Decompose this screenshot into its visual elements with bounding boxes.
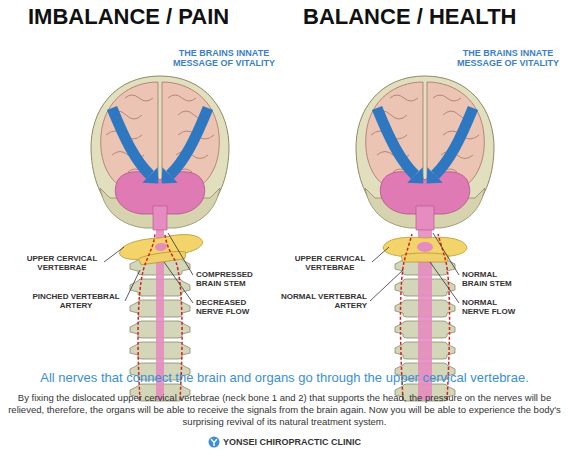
logo-text: YONSEI CHIROPRACTIC CLINIC [223,437,361,447]
panel-heading: BALANCE / HEALTH [303,4,516,30]
part-label: NORMAL VERTEBRAL ARTERY [275,292,367,310]
logo-icon [208,436,220,448]
message-label: THE BRAINS INNATE MESSAGE OF VITALITY [168,48,280,69]
part-label: PINCHED VERTEBRAL ARTERY [30,292,122,310]
part-label: NORMAL NERVE FLOW [462,298,524,316]
part-label: UPPER CERVICAL VERTEBRAE [290,254,370,272]
part-label: COMPRESSED BRAIN STEM [196,270,258,288]
headline: All nerves that connect the brain and or… [40,370,529,385]
part-label: NORMAL BRAIN STEM [462,270,524,288]
part-label: DECREASED NERVE FLOW [196,298,258,316]
logo: YONSEI CHIROPRACTIC CLINIC [208,436,361,448]
text-block: All nerves that connect the brain and or… [0,370,569,448]
message-label: THE BRAINS INNATE MESSAGE OF VITALITY [452,48,564,69]
body-text: By fixing the dislocated upper cervical … [7,392,562,428]
part-label: UPPER CERVICAL VERTEBRAE [22,254,102,272]
panel-heading: IMBALANCE / PAIN [28,4,229,30]
right-figure [356,76,494,401]
left-figure [91,76,229,401]
